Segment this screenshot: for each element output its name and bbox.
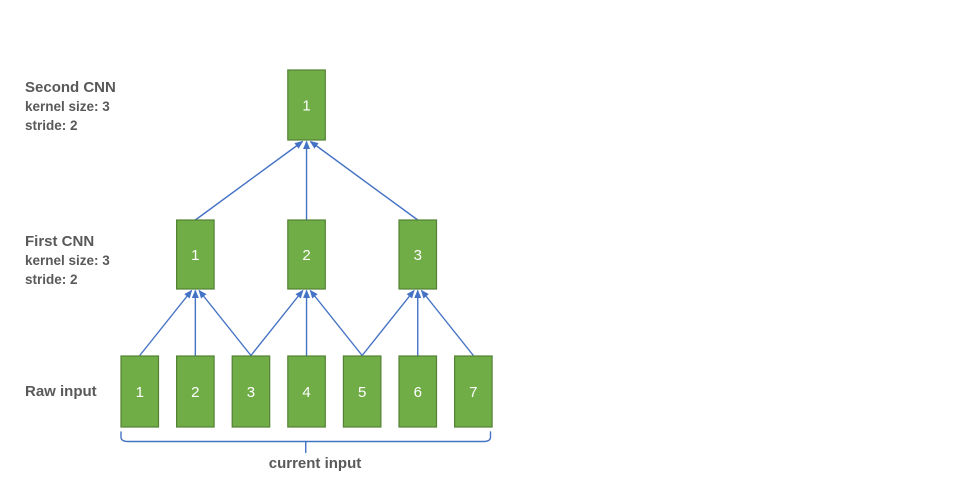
raw-input-cell [454,355,493,428]
second-cnn-layer-label: Second CNN kernel size: 3 stride: 2 [25,79,116,133]
second-cnn-title: Second CNN [25,79,116,96]
cell-label: 6 [414,384,422,401]
cell-label: 2 [302,247,310,264]
cell-label: 3 [414,247,422,264]
current-input-bracket [120,431,492,443]
connection-arrow [309,289,363,356]
first-cnn-cell [398,219,438,290]
raw-input-layer-label: Raw input [25,383,97,400]
cell-label: 5 [358,384,366,401]
current-input-bracket-group: current input [120,431,492,472]
connection-arrow [420,289,474,356]
second-cnn-layer: 1 [287,69,326,141]
cell-label: 4 [302,384,310,401]
second-cnn-cell [287,69,326,141]
cell-label: 1 [302,98,310,115]
cell-label: 1 [191,247,199,264]
connection-arrow [250,289,304,356]
second-cnn-stride: stride: 2 [25,118,78,133]
raw-input-cell [176,355,215,428]
first-cnn-stride: stride: 2 [25,272,78,287]
second-cnn-kernel-size: kernel size: 3 [25,99,110,114]
raw-input-layer: 1 2 3 4 5 6 7 [120,355,493,428]
first-cnn-cell [176,219,215,290]
connection-arrow [198,289,252,356]
first-cnn-kernel-size: kernel size: 3 [25,253,110,268]
first-cnn-connections [139,289,474,356]
cell-label: 2 [191,384,199,401]
raw-input-cell [120,355,160,428]
raw-input-cell [287,355,326,428]
raw-input-cell [342,355,382,428]
raw-input-title: Raw input [25,383,97,400]
raw-input-cell [398,355,438,428]
first-cnn-layer: 1 2 3 [176,219,438,290]
current-input-label: current input [269,455,362,472]
connection-arrow [139,289,193,356]
first-cnn-cell [287,219,326,290]
raw-input-cell [231,355,271,428]
second-cnn-connections [194,140,419,221]
cell-label: 1 [136,384,144,401]
cell-label: 7 [469,384,477,401]
connection-arrow [309,140,419,221]
connection-arrow [194,140,304,221]
connection-arrow [361,289,415,356]
first-cnn-title: First CNN [25,233,94,250]
first-cnn-layer-label: First CNN kernel size: 3 stride: 2 [25,233,110,287]
cell-label: 3 [247,384,255,401]
